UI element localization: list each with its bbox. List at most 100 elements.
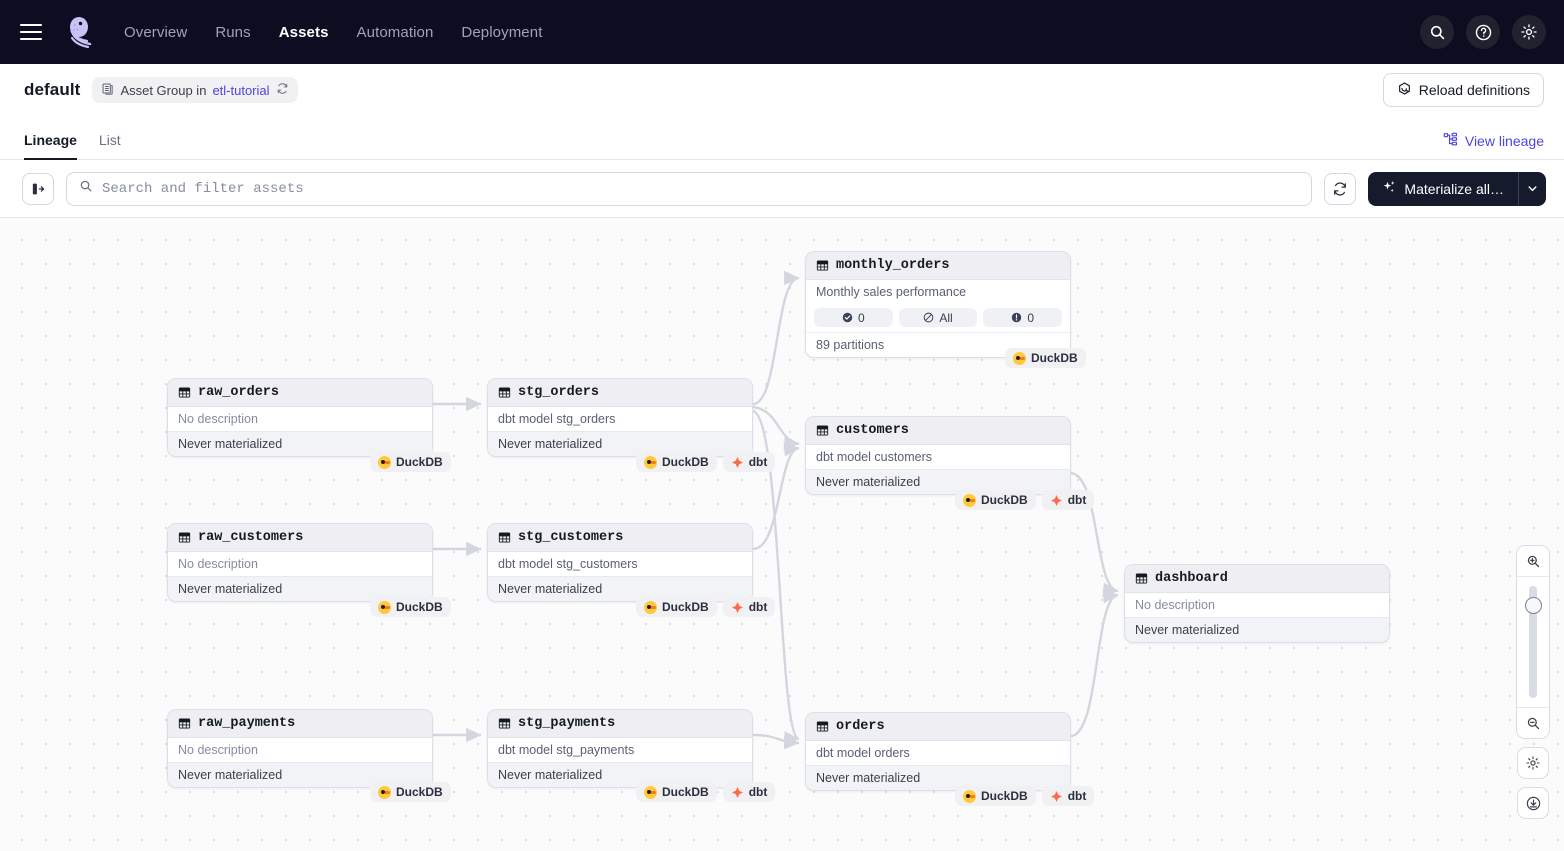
- nav-link-automation[interactable]: Automation: [356, 23, 434, 41]
- settings-gear-icon[interactable]: [1512, 15, 1546, 49]
- asset-node-description: No description: [1125, 593, 1389, 617]
- asset-group-chip[interactable]: Asset Group in etl-tutorial: [92, 77, 298, 103]
- tag-label: dbt: [748, 455, 768, 469]
- tag-label: dbt: [1067, 789, 1087, 803]
- duckdb-icon: [378, 455, 391, 469]
- asset-group-icon: [101, 82, 114, 98]
- dbt-icon: [731, 456, 744, 469]
- tag-duckdb[interactable]: DuckDB: [370, 782, 451, 802]
- tab-list[interactable]: List: [98, 132, 121, 148]
- refresh-icon[interactable]: [276, 82, 289, 98]
- asset-node-header: stg_payments: [488, 710, 752, 738]
- tab-lineage[interactable]: Lineage: [24, 132, 77, 160]
- asset-node-description: dbt model customers: [806, 445, 1070, 469]
- zoom-out-icon[interactable]: [1517, 708, 1549, 738]
- reload-definitions-button[interactable]: Reload definitions: [1382, 73, 1544, 107]
- asset-node-header: monthly_orders: [806, 252, 1070, 280]
- refresh-graph-button[interactable]: [1324, 172, 1357, 205]
- no-entry-icon: [923, 312, 934, 323]
- reload-icon: [1397, 81, 1412, 99]
- asset-node-title: orders: [836, 719, 885, 734]
- asset-lineage-graph[interactable]: raw_orders No description Never materializ…: [0, 218, 1564, 851]
- tag-duckdb[interactable]: DuckDB: [955, 786, 1036, 806]
- duckdb-icon: [963, 493, 976, 507]
- asset-node-status: Never materialized: [488, 576, 752, 601]
- asset-node-tags-raw_payments: DuckDB: [370, 782, 451, 802]
- tag-label: DuckDB: [396, 455, 443, 469]
- help-icon[interactable]: [1466, 15, 1500, 49]
- tag-label: DuckDB: [396, 600, 443, 614]
- tag-duckdb[interactable]: DuckDB: [1005, 348, 1086, 368]
- partition-chip-0[interactable]: 0: [814, 308, 893, 327]
- partition-chip-1[interactable]: All: [898, 308, 978, 327]
- partition-chip-label: 0: [1027, 310, 1035, 325]
- check-circle-icon: [842, 312, 853, 323]
- tag-dbt[interactable]: dbt: [722, 782, 776, 802]
- nav-link-runs[interactable]: Runs: [215, 23, 251, 41]
- tag-duckdb[interactable]: DuckDB: [370, 452, 451, 472]
- tag-duckdb[interactable]: DuckDB: [636, 782, 717, 802]
- search-input[interactable]: [102, 180, 1300, 197]
- dagster-logo[interactable]: [62, 13, 100, 51]
- duckdb-icon: [378, 785, 391, 799]
- search-icon[interactable]: [1420, 15, 1454, 49]
- asset-node-description: dbt model orders: [806, 741, 1070, 765]
- asset-node-header: stg_orders: [488, 379, 752, 407]
- asset-node-header: raw_orders: [168, 379, 432, 407]
- tag-label: DuckDB: [1031, 351, 1078, 365]
- nav-link-deployment[interactable]: Deployment: [461, 23, 543, 41]
- panel-expand-icon[interactable]: [22, 172, 54, 205]
- hamburger-menu-icon[interactable]: [20, 24, 42, 40]
- tag-duckdb[interactable]: DuckDB: [636, 452, 717, 472]
- tag-label: DuckDB: [662, 785, 709, 799]
- partition-chip-2[interactable]: 0: [983, 308, 1063, 327]
- nav-link-overview[interactable]: Overview: [124, 23, 188, 41]
- tag-duckdb[interactable]: DuckDB: [370, 597, 451, 617]
- asset-group-chip-link[interactable]: etl-tutorial: [212, 82, 270, 98]
- tag-duckdb[interactable]: DuckDB: [955, 490, 1036, 510]
- alert-circle-icon: [1011, 312, 1022, 323]
- zoom-slider-thumb[interactable]: [1524, 597, 1542, 614]
- asset-node-status: Never materialized: [488, 431, 752, 456]
- fit-to-screen-icon[interactable]: [1517, 787, 1549, 819]
- duckdb-icon: [644, 785, 657, 799]
- tag-label: DuckDB: [662, 455, 709, 469]
- view-lineage-link[interactable]: View lineage: [1443, 132, 1544, 159]
- duckdb-icon: [378, 600, 391, 614]
- asset-node-status: Never materialized: [168, 576, 432, 601]
- asset-node-header: orders: [806, 713, 1070, 741]
- zoom-in-icon[interactable]: [1517, 546, 1549, 576]
- table-icon: [178, 386, 191, 399]
- duckdb-icon: [644, 455, 657, 469]
- asset-node-description: dbt model stg_payments: [488, 738, 752, 762]
- nav-link-assets[interactable]: Assets: [278, 23, 329, 41]
- partition-chip-label: All: [939, 310, 953, 325]
- materialize-all-button[interactable]: Materialize all…: [1368, 171, 1518, 206]
- tag-dbt[interactable]: dbt: [1041, 490, 1095, 510]
- search-icon: [79, 179, 93, 198]
- asset-node-title: dashboard: [1155, 571, 1228, 586]
- zoom-slider[interactable]: [1517, 576, 1549, 708]
- asset-node-header: raw_payments: [168, 710, 432, 738]
- tag-dbt[interactable]: dbt: [1041, 786, 1095, 806]
- asset-node-header: stg_customers: [488, 524, 752, 552]
- tag-dbt[interactable]: dbt: [722, 452, 776, 472]
- tag-dbt[interactable]: dbt: [722, 597, 776, 617]
- tag-duckdb[interactable]: DuckDB: [636, 597, 717, 617]
- tag-label: dbt: [748, 785, 768, 799]
- dbt-icon: [1050, 494, 1063, 507]
- materialize-dropdown-caret[interactable]: [1518, 171, 1546, 206]
- dbt-icon: [1050, 790, 1063, 803]
- search-filter-box[interactable]: [66, 171, 1313, 206]
- graph-settings-gear-icon[interactable]: [1517, 747, 1549, 779]
